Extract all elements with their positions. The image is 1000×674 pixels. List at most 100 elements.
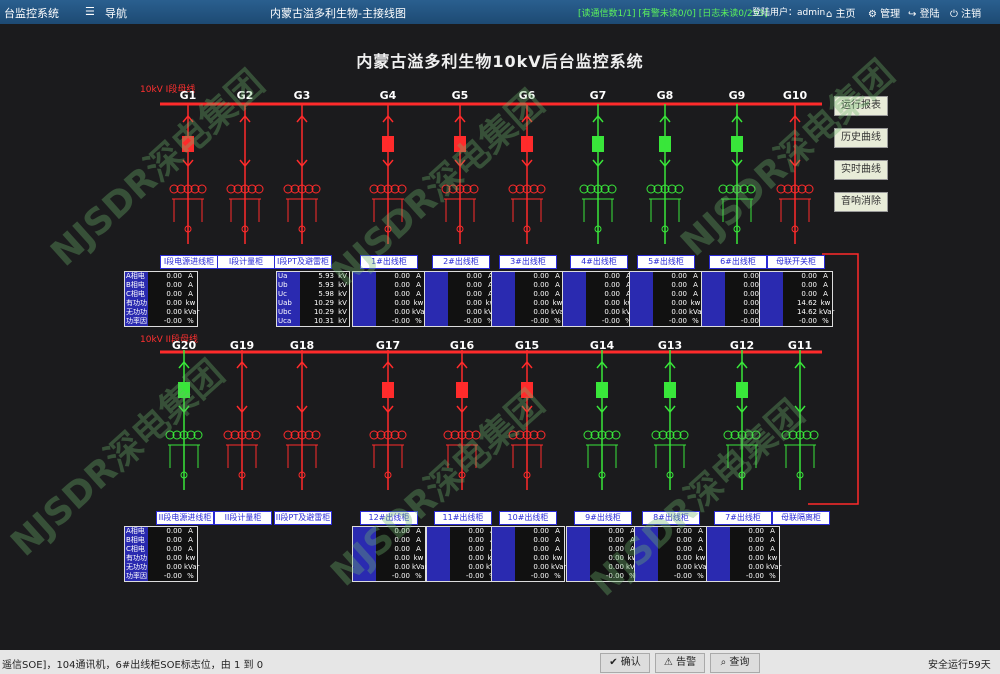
ct-circle — [590, 430, 600, 440]
meter-row: B相电流0.00A — [125, 281, 197, 290]
meter-label — [425, 272, 448, 281]
manage-button[interactable]: ⚙ 管理 — [868, 9, 901, 20]
meter-row: 功率因数-0.00% — [125, 317, 197, 326]
meter-label — [635, 536, 658, 545]
ct-circle — [183, 184, 193, 194]
meter-unit: A — [823, 272, 828, 280]
nav-icon[interactable]: ☰ — [85, 5, 95, 18]
lower-cabinet-tag[interactable]: 10#出线柜 — [499, 511, 557, 525]
ct-circle — [186, 430, 196, 440]
login-label: 登陆 — [919, 9, 940, 20]
meter-value: 10.29 — [313, 299, 334, 307]
meter-unit: A — [416, 527, 421, 535]
lower-cabinet-tag[interactable]: 8#出线柜 — [642, 511, 700, 525]
meter-unit: A — [555, 281, 560, 289]
meter-value: 0.00 — [466, 308, 482, 316]
home-button[interactable]: ⌂ 主页 — [826, 9, 856, 20]
upper-cabinet-tag[interactable]: 2#出线柜 — [432, 255, 490, 269]
meter-value: 0.00 — [394, 308, 410, 316]
ct-circle — [746, 184, 756, 194]
ct-circle — [169, 184, 179, 194]
ct-circle — [674, 184, 684, 194]
upper-cabinet-tag[interactable]: 4#出线柜 — [570, 255, 628, 269]
meter-value: 10.31 — [313, 317, 334, 325]
alarm-button[interactable]: ⚠ 告警 — [655, 653, 705, 673]
ct-circle — [737, 430, 747, 440]
confirm-button[interactable]: ✔ 确认 — [600, 653, 650, 673]
meter-value: 0.00 — [748, 545, 764, 553]
meter-value: 0.00 — [743, 308, 759, 316]
meter-value: 0.00 — [394, 299, 410, 307]
lower-cabinet-tag[interactable]: 11#出线柜 — [434, 511, 492, 525]
logout-button[interactable]: ⏻ 注销 — [950, 9, 982, 20]
login-button[interactable]: ↪ 登陆 — [908, 9, 940, 20]
upper-cabinet-tag[interactable]: I段PT及避雷柜 — [274, 255, 332, 269]
history-curve-button[interactable]: 历史曲线 — [834, 128, 888, 148]
meter-unit: A — [770, 545, 775, 553]
ct-circle — [744, 430, 754, 440]
meter-unit: kw — [767, 554, 778, 562]
upper-cabinet-tag[interactable]: 1#出线柜 — [360, 255, 418, 269]
upper-cabinet-tag[interactable]: I段电源进线柜 — [160, 255, 218, 269]
meter-value: 0.00 — [394, 545, 410, 553]
upper-cabinet-tag[interactable]: 6#出线柜 — [709, 255, 767, 269]
indicator — [241, 225, 249, 233]
meter-label: B相电流 — [125, 281, 148, 290]
realtime-curve-button[interactable]: 实时曲线 — [834, 160, 888, 180]
lower-cabinet-tag[interactable]: II段电源进线柜 — [156, 511, 214, 525]
ct-circle — [469, 184, 479, 194]
upper-plug — [596, 360, 608, 369]
meter-label — [635, 572, 658, 581]
meter-value: -0.00 — [673, 572, 692, 580]
lower-plug — [596, 405, 608, 414]
lower-cabinet-tag[interactable]: 7#出线柜 — [714, 511, 772, 525]
meter-value: 0.00 — [801, 290, 817, 298]
lower-incoming-meter: A相电流0.00AB相电流0.00AC相电流0.00A有功功率0.00kw无功功… — [124, 526, 199, 582]
ct-circle — [646, 184, 656, 194]
single-line-diagram: 内蒙古溢多利生物10kV后台监控系统 10kV I段母线 10kV II段母线 … — [0, 24, 1000, 650]
silence-alarm-button[interactable]: 音响消除 — [834, 192, 888, 212]
ct-circle — [311, 184, 321, 194]
meter-value: 0.00 — [468, 536, 484, 544]
meter-value: -0.00 — [391, 572, 410, 580]
home-label: 主页 — [835, 9, 856, 20]
meter-label — [492, 317, 515, 326]
meter-label: 有功功率 — [125, 554, 148, 563]
lower-plug — [382, 405, 394, 414]
lower-cabinet-tag[interactable]: II段计量柜 — [214, 511, 272, 525]
upper-cabinet-tag[interactable]: 母联开关柜 — [767, 255, 825, 269]
upper-plug — [178, 360, 190, 369]
meter-value: -0.00 — [601, 317, 620, 325]
lower-cabinet-tag[interactable]: 9#出线柜 — [574, 511, 632, 525]
upper-cabinet-tag[interactable]: I段计量柜 — [217, 255, 275, 269]
upper-cabinet-tag[interactable]: 5#出线柜 — [637, 255, 695, 269]
query-button[interactable]: ⌕ 查询 — [710, 653, 760, 673]
lower-cabinet-tag[interactable]: II段PT及避雷柜 — [274, 511, 332, 525]
lower-cabinet-tag[interactable]: 母联隔离柜 — [772, 511, 830, 525]
meter-row: 0.00A — [425, 281, 497, 290]
meter-unit: A — [555, 536, 560, 544]
lower-plug — [182, 159, 194, 168]
meter-unit: % — [697, 572, 704, 580]
meter-value: 0.00 — [604, 299, 620, 307]
meter-value: -0.00 — [163, 317, 182, 325]
report-button[interactable]: 运行报表 — [834, 96, 888, 116]
meter-value: 0.00 — [533, 536, 549, 544]
ct-circle — [522, 430, 532, 440]
ct-circle — [529, 430, 539, 440]
meter-value: 0.00 — [608, 536, 624, 544]
indicator — [298, 471, 306, 479]
meter-unit: A — [630, 527, 635, 535]
nav-button[interactable]: 导航 — [105, 7, 127, 20]
upper-cabinet-tag[interactable]: 3#出线柜 — [499, 255, 557, 269]
lower-cabinet-tag[interactable]: 12#出线柜 — [360, 511, 418, 525]
upper-plug — [382, 114, 394, 123]
